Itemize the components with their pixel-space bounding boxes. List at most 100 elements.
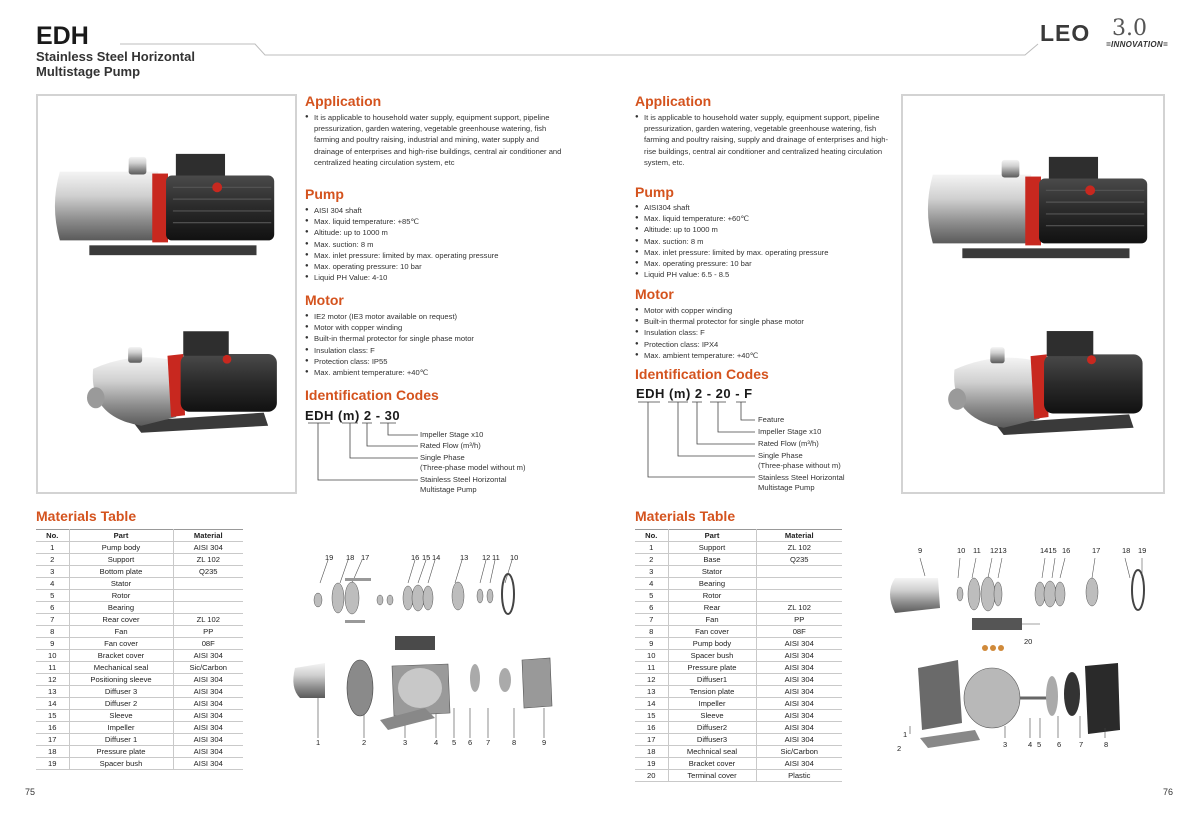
table-cell: Bottom plate — [69, 565, 174, 578]
table-cell: 16 — [36, 721, 70, 734]
part-label: 1 — [316, 738, 321, 747]
list-item: Max. inlet pressure: limited by max. ope… — [305, 250, 570, 261]
table-cell: Bracket cover — [69, 649, 174, 662]
table-cell: Sic/Carbon — [173, 661, 243, 674]
table-cell: AISI 304 — [173, 721, 243, 734]
table-cell: AISI 304 — [173, 649, 243, 662]
table-header: No. — [36, 529, 70, 542]
table-cell: Bracket cover — [668, 757, 757, 770]
part-label: 8 — [1104, 740, 1109, 749]
table-cell: 15 — [36, 709, 70, 722]
right-id-label-5: (Three-phase without m) — [758, 461, 841, 470]
table-cell — [756, 589, 842, 602]
left-id-label-1: Impeller Stage x10 — [420, 430, 484, 439]
part-label: 4 — [1028, 740, 1033, 749]
right-pump-image-top — [923, 154, 1159, 264]
table-cell: Sic/Carbon — [756, 745, 842, 758]
table-cell: AISI 304 — [173, 709, 243, 722]
list-item: Max. suction: 8 m — [635, 236, 890, 247]
table-cell: AISI 304 — [173, 745, 243, 758]
part-label: 9 — [542, 738, 547, 747]
table-cell: Rotor — [69, 589, 174, 602]
table-cell: 08F — [173, 637, 243, 650]
table-cell: Q235 — [756, 553, 842, 566]
table-cell: AISI 304 — [756, 757, 842, 770]
part-label: 8 — [512, 738, 517, 747]
table-cell: AISI 304 — [173, 541, 243, 554]
right-id-title: Identification Codes — [635, 366, 769, 382]
left-id-title: Identification Codes — [305, 387, 439, 403]
table-cell: AISI 304 — [756, 721, 842, 734]
table-cell: Diffuser 1 — [69, 733, 174, 746]
table-header: No. — [635, 529, 669, 542]
table-cell: AISI 304 — [173, 757, 243, 770]
logo-brand: LEO — [1040, 20, 1091, 46]
list-item: Max. inlet pressure: limited by max. ope… — [635, 247, 890, 258]
right-pump-title: Pump — [635, 184, 674, 200]
part-label: 11 — [973, 546, 981, 555]
list-item: Motor with copper winding — [635, 305, 890, 316]
table-cell: Fan — [69, 625, 174, 638]
right-id-label-2: Impeller Stage x10 — [758, 427, 822, 436]
table-cell: Impeller — [69, 721, 174, 734]
part-label: 15 — [422, 553, 431, 562]
part-label: 6 — [1057, 740, 1062, 749]
table-cell: Stator — [69, 577, 174, 590]
table-cell: AISI 304 — [173, 685, 243, 698]
right-id-connectors — [638, 401, 755, 478]
list-item: AISI304 shaft — [635, 202, 890, 213]
table-cell: 10 — [36, 649, 70, 662]
right-motor-list: Motor with copper winding Built-in therm… — [635, 305, 890, 361]
table-cell: 4 — [36, 577, 70, 590]
part-label: 16 — [411, 553, 420, 562]
left-application-list: It is applicable to household water supp… — [305, 112, 570, 168]
part-label: 19 — [1138, 546, 1147, 555]
list-item: Liquid PH value: 6.5 - 8.5 — [635, 269, 890, 280]
left-pump-image-bottom — [80, 328, 290, 436]
table-cell: AISI 304 — [173, 697, 243, 710]
table-cell: AISI 304 — [173, 673, 243, 686]
table-cell: 08F — [756, 625, 842, 638]
list-item: Altitude: up to 1000 m — [305, 227, 570, 238]
list-item: Protection class: IPX4 — [635, 339, 890, 350]
table-cell: Tension plate — [668, 685, 757, 698]
list-item: Max. ambient temperature: +40℃ — [305, 367, 570, 378]
part-label: 1415 — [1040, 546, 1057, 555]
left-product-image-box — [36, 94, 297, 494]
table-cell: 1 — [635, 541, 669, 554]
table-cell: Q235 — [173, 565, 243, 578]
table-cell: AISI 304 — [756, 661, 842, 674]
table-cell: 7 — [36, 613, 70, 626]
list-item: Motor with copper winding — [305, 322, 570, 333]
left-id-code: EDH (m) 2 - 30 — [305, 408, 401, 423]
right-pump-image-bottom — [941, 328, 1156, 438]
table-cell: Diffuser3 — [668, 733, 757, 746]
table-cell: Rear cover — [69, 613, 174, 626]
list-item: IE2 motor (IE3 motor available on reques… — [305, 311, 570, 322]
table-cell: Plastic — [756, 769, 842, 782]
table-cell: 19 — [635, 757, 669, 770]
table-cell: 5 — [36, 589, 70, 602]
right-id-label-6: Stainless Steel Horizontal — [758, 473, 845, 482]
table-cell: AISI 304 — [756, 637, 842, 650]
table-cell: AISI 304 — [756, 673, 842, 686]
table-cell: Pump body — [668, 637, 757, 650]
part-label: 6 — [468, 738, 473, 747]
